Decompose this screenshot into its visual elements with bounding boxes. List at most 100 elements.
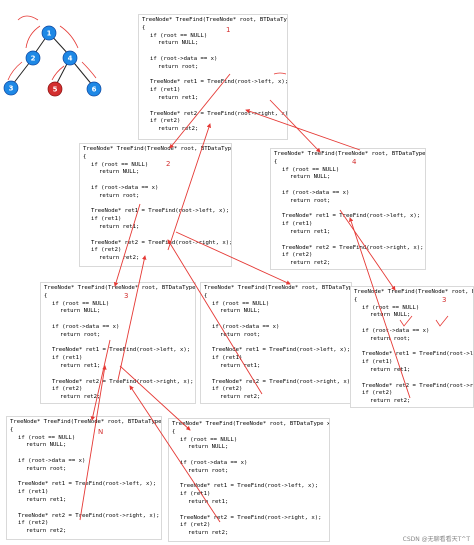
code-line-if-null: if (root == NULL)	[362, 304, 420, 311]
code-line-signature: TreeNode* TreeFind(TreeNode* root, BTDat…	[83, 146, 232, 152]
code-line-if-null: if (root == NULL)	[282, 166, 340, 173]
code-blank-line	[354, 344, 470, 352]
code-line-return-null: return NULL;	[290, 174, 331, 181]
code-line-signature: TreeNode* TreeFind(TreeNode* root, BTDat…	[44, 285, 196, 291]
code-line-return-ret2: return ret2;	[290, 260, 331, 267]
tree-node-4	[62, 50, 78, 66]
code-line-return-ret1: return ret1;	[370, 366, 411, 373]
tree-node-label: 4	[68, 55, 73, 63]
step-label: 2	[166, 160, 171, 168]
code-blank-line	[44, 402, 192, 403]
code-line-if-null: if (root == NULL)	[150, 32, 208, 39]
code-line-open-brace: {	[83, 153, 87, 160]
edge-1-4	[48, 32, 71, 57]
tree-node-label: 6	[92, 86, 97, 94]
edge-1-2	[32, 32, 50, 57]
code-line-ret2-line: TreeNode* ret2 = TreeFind(root->right, x…	[91, 239, 232, 246]
traversal-arrow-a	[25, 25, 41, 49]
code-line-return-ret1: return ret1;	[158, 94, 199, 101]
code-blank-line	[10, 536, 158, 539]
code-line-return-ret1: return ret1;	[99, 223, 140, 230]
code-line-ret2-line: TreeNode* ret2 = TreeFind(root->right, x…	[18, 512, 160, 519]
code-line-return-root: return root;	[290, 197, 331, 204]
code-line-ret2-line: TreeNode* ret2 = TreeFind(root->right, x…	[52, 378, 194, 385]
code-line-if-ret1: if (ret1)	[18, 489, 49, 496]
code-line-if-ret2: if (ret2)	[18, 520, 49, 527]
code-blank-line	[204, 316, 348, 324]
traversal-arrow-b	[7, 61, 23, 81]
code-line-return-root: return root;	[220, 331, 261, 338]
code-line-ret1-line: TreeNode* ret1 = TreeFind(root->left, x)…	[150, 79, 288, 86]
code-line-if-data: if (root->data == x)	[52, 323, 120, 330]
code-line-return-root: return root;	[188, 467, 229, 474]
watermark: CSDN @无聊看看天T^T	[402, 536, 470, 543]
code-line-if-null: if (root == NULL)	[18, 434, 76, 441]
code-line-ret2-line: TreeNode* ret2 = TreeFind(root->right, x…	[150, 110, 288, 117]
code-line-if-ret1: if (ret1)	[212, 355, 243, 362]
code-line-ret1-line: TreeNode* ret1 = TreeFind(root->left, x)…	[362, 351, 474, 358]
code-line-signature: TreeNode* TreeFind(TreeNode* root, BTDat…	[354, 289, 473, 295]
code-blank-line	[172, 538, 326, 541]
code-line-if-null: if (root == NULL)	[52, 300, 110, 307]
code-line-return-root: return root;	[60, 331, 101, 338]
code-line-ret2-line: TreeNode* ret2 = TreeFind(root->right, x…	[180, 514, 322, 521]
tree-node-5	[47, 81, 63, 97]
code-line-if-ret1: if (ret1)	[52, 355, 83, 362]
traversal-arrow-c	[59, 25, 79, 49]
code-line-return-null: return NULL;	[60, 308, 101, 315]
step-label: 1	[226, 26, 231, 34]
tree-node-6	[86, 81, 102, 97]
tree-node-label: 3	[9, 85, 14, 93]
code-line-return-ret1: return ret1;	[60, 362, 101, 369]
code-line-return-ret1: return ret1;	[220, 362, 261, 369]
code-blank-line	[142, 48, 284, 56]
code-line-if-data: if (root->data == x)	[18, 457, 86, 464]
code-line-return-ret2: return ret2;	[370, 398, 411, 405]
tree-node-3	[3, 80, 19, 96]
code-blank-line	[274, 237, 422, 245]
code-line-open-brace: {	[204, 292, 208, 299]
code-line-return-ret2: return ret2;	[26, 528, 67, 535]
code-blank-line	[44, 340, 192, 348]
code-blank-line	[172, 452, 326, 460]
code-blank-line	[83, 263, 228, 266]
code-line-ret1-line: TreeNode* ret1 = TreeFind(root->left, x)…	[282, 213, 421, 220]
code-line-if-null: if (root == NULL)	[91, 161, 149, 168]
code-line-if-ret2: if (ret2)	[282, 252, 313, 259]
tree-node-label: 1	[47, 30, 52, 38]
tree-node-1	[41, 25, 57, 41]
code-line-return-ret2: return ret2;	[99, 255, 140, 262]
code-blank-line	[354, 320, 470, 328]
code-line-if-ret2: if (ret2)	[362, 390, 393, 397]
code-blank-line	[44, 371, 192, 379]
code-line-return-null: return NULL;	[26, 442, 67, 449]
tree-node-label: 2	[31, 55, 36, 63]
code-blank-line	[172, 507, 326, 515]
code-line-if-null: if (root == NULL)	[180, 436, 238, 443]
code-blank-line	[83, 201, 228, 209]
code-line-ret2-line: TreeNode* ret2 = TreeFind(root->right, x…	[282, 244, 424, 251]
code-line-open-brace: {	[274, 158, 278, 165]
code-blank-line	[204, 371, 348, 379]
code-panel-call-4: TreeNode* TreeFind(TreeNode* root, BTDat…	[40, 282, 196, 404]
code-line-if-null: if (root == NULL)	[212, 300, 270, 307]
step-label: N	[98, 428, 104, 436]
code-line-if-data: if (root->data == x)	[180, 459, 248, 466]
code-line-if-ret1: if (ret1)	[362, 359, 393, 366]
code-blank-line	[274, 268, 422, 269]
code-blank-line	[274, 206, 422, 214]
tree-node-label: 5	[53, 86, 58, 94]
code-line-return-ret2: return ret2;	[188, 530, 229, 537]
code-blank-line	[142, 72, 284, 80]
code-blank-line	[10, 474, 158, 482]
code-line-ret1-line: TreeNode* ret1 = TreeFind(root->left, x)…	[212, 347, 351, 354]
code-line-if-ret2: if (ret2)	[212, 386, 243, 393]
traversal-arrow-f	[81, 61, 97, 79]
code-blank-line	[274, 182, 422, 190]
code-blank-line	[10, 450, 158, 458]
code-line-signature: TreeNode* TreeFind(TreeNode* root, BTDat…	[204, 285, 352, 291]
code-line-return-ret2: return ret2;	[158, 126, 199, 133]
code-line-open-brace: {	[44, 292, 48, 299]
code-line-return-null: return NULL;	[220, 308, 261, 315]
code-line-ret2-line: TreeNode* ret2 = TreeFind(root->right, x…	[212, 378, 352, 385]
